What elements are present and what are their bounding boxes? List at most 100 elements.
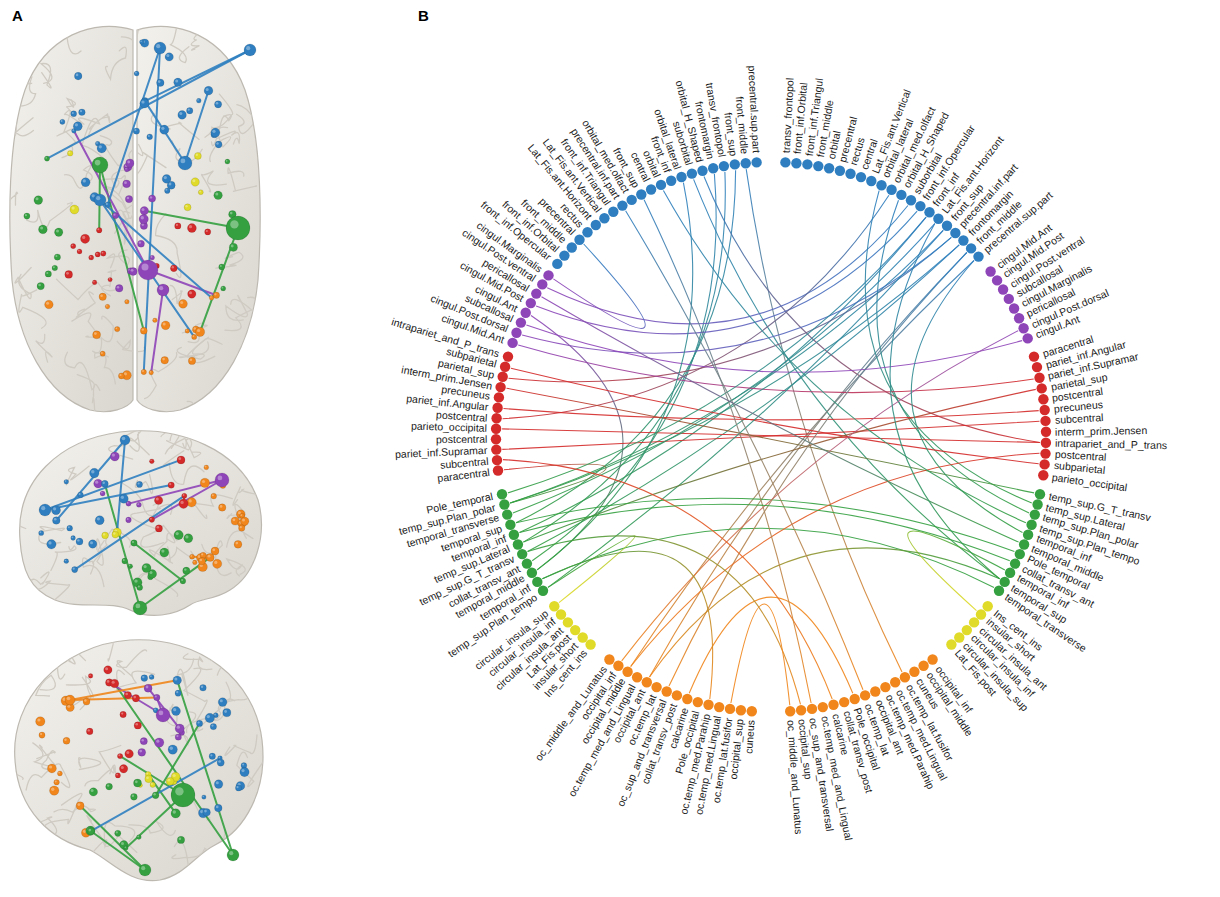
region-dot (839, 697, 849, 707)
highlight (181, 159, 186, 164)
highlight (202, 796, 204, 798)
highlight (134, 129, 136, 131)
highlight (193, 561, 195, 563)
connection (185, 91, 209, 163)
connection (145, 101, 185, 163)
region-node (188, 357, 195, 364)
highlight (112, 681, 115, 684)
highlight (211, 725, 213, 727)
highlight (141, 100, 144, 103)
region-dot (1032, 362, 1042, 372)
highlight (90, 256, 92, 258)
region-dot (492, 455, 502, 465)
region-node (190, 554, 195, 559)
highlight (161, 127, 164, 130)
region-dot (909, 667, 919, 677)
highlight (190, 359, 193, 362)
region-dot (662, 686, 672, 696)
region-node (89, 540, 97, 548)
region-dot (499, 499, 509, 509)
highlight (184, 568, 186, 570)
connection (144, 211, 238, 228)
region-node (192, 334, 197, 339)
highlight (210, 754, 212, 756)
region-node (95, 516, 104, 525)
region-node (205, 229, 211, 235)
highlight (90, 541, 93, 544)
region-node (149, 195, 156, 202)
region-dot (1009, 303, 1019, 313)
gyrus (227, 531, 253, 547)
region-node (219, 504, 226, 511)
region-node (77, 249, 82, 254)
region-label: parieto_occipital (411, 421, 487, 434)
region-node (86, 826, 95, 835)
region-dot (856, 172, 866, 182)
region-node (191, 178, 199, 186)
highlight (236, 786, 238, 788)
region-dot (1041, 438, 1051, 448)
region-dot (513, 539, 523, 549)
highlight (159, 711, 164, 716)
region-node (215, 141, 222, 148)
region-node (141, 369, 146, 374)
region-node (142, 563, 151, 572)
chord (508, 217, 926, 493)
region-node (144, 684, 152, 692)
region-dot (1005, 568, 1015, 578)
region-dot (924, 207, 934, 217)
highlight (40, 733, 42, 735)
region-node (67, 151, 73, 157)
chord (526, 325, 1022, 372)
region-node (161, 321, 170, 330)
highlight (200, 559, 203, 562)
highlight (46, 302, 49, 305)
highlight (65, 560, 67, 562)
chord (911, 261, 1022, 533)
region-dot (703, 700, 713, 710)
region-node (226, 216, 250, 240)
connection (45, 485, 171, 510)
region-node (156, 708, 170, 722)
highlight (127, 197, 130, 200)
highlight (150, 675, 152, 677)
region-node (196, 720, 202, 726)
highlight (162, 358, 165, 361)
region-dot (933, 214, 943, 224)
region-node (39, 530, 44, 535)
chord (502, 421, 1039, 449)
gyrus (186, 699, 234, 733)
connections (45, 48, 250, 870)
region-node (227, 849, 239, 861)
region-dot (672, 690, 682, 700)
highlight (206, 230, 208, 232)
region-dot (1014, 313, 1024, 323)
connection (45, 460, 181, 510)
connection (148, 270, 216, 295)
region-dot (896, 190, 906, 200)
highlight (67, 697, 71, 701)
highlight (121, 842, 124, 845)
highlight (201, 553, 203, 555)
region-dot (491, 434, 501, 444)
connection (56, 440, 125, 521)
highlight (173, 810, 176, 813)
region-dot (1018, 323, 1028, 333)
highlight (189, 291, 192, 294)
region-dot (813, 161, 823, 171)
region-node (101, 251, 106, 256)
highlight (97, 228, 99, 230)
highlight (97, 517, 100, 520)
highlight (210, 296, 212, 298)
highlight (121, 713, 123, 715)
highlight (166, 54, 169, 57)
region-node (105, 304, 110, 309)
gyrus (54, 806, 95, 812)
highlight (220, 265, 222, 267)
highlight (212, 130, 215, 133)
highlight (95, 160, 101, 166)
region-dot (969, 617, 979, 627)
gyrus (205, 94, 233, 137)
highlight (129, 565, 131, 567)
region-dot (824, 163, 834, 173)
